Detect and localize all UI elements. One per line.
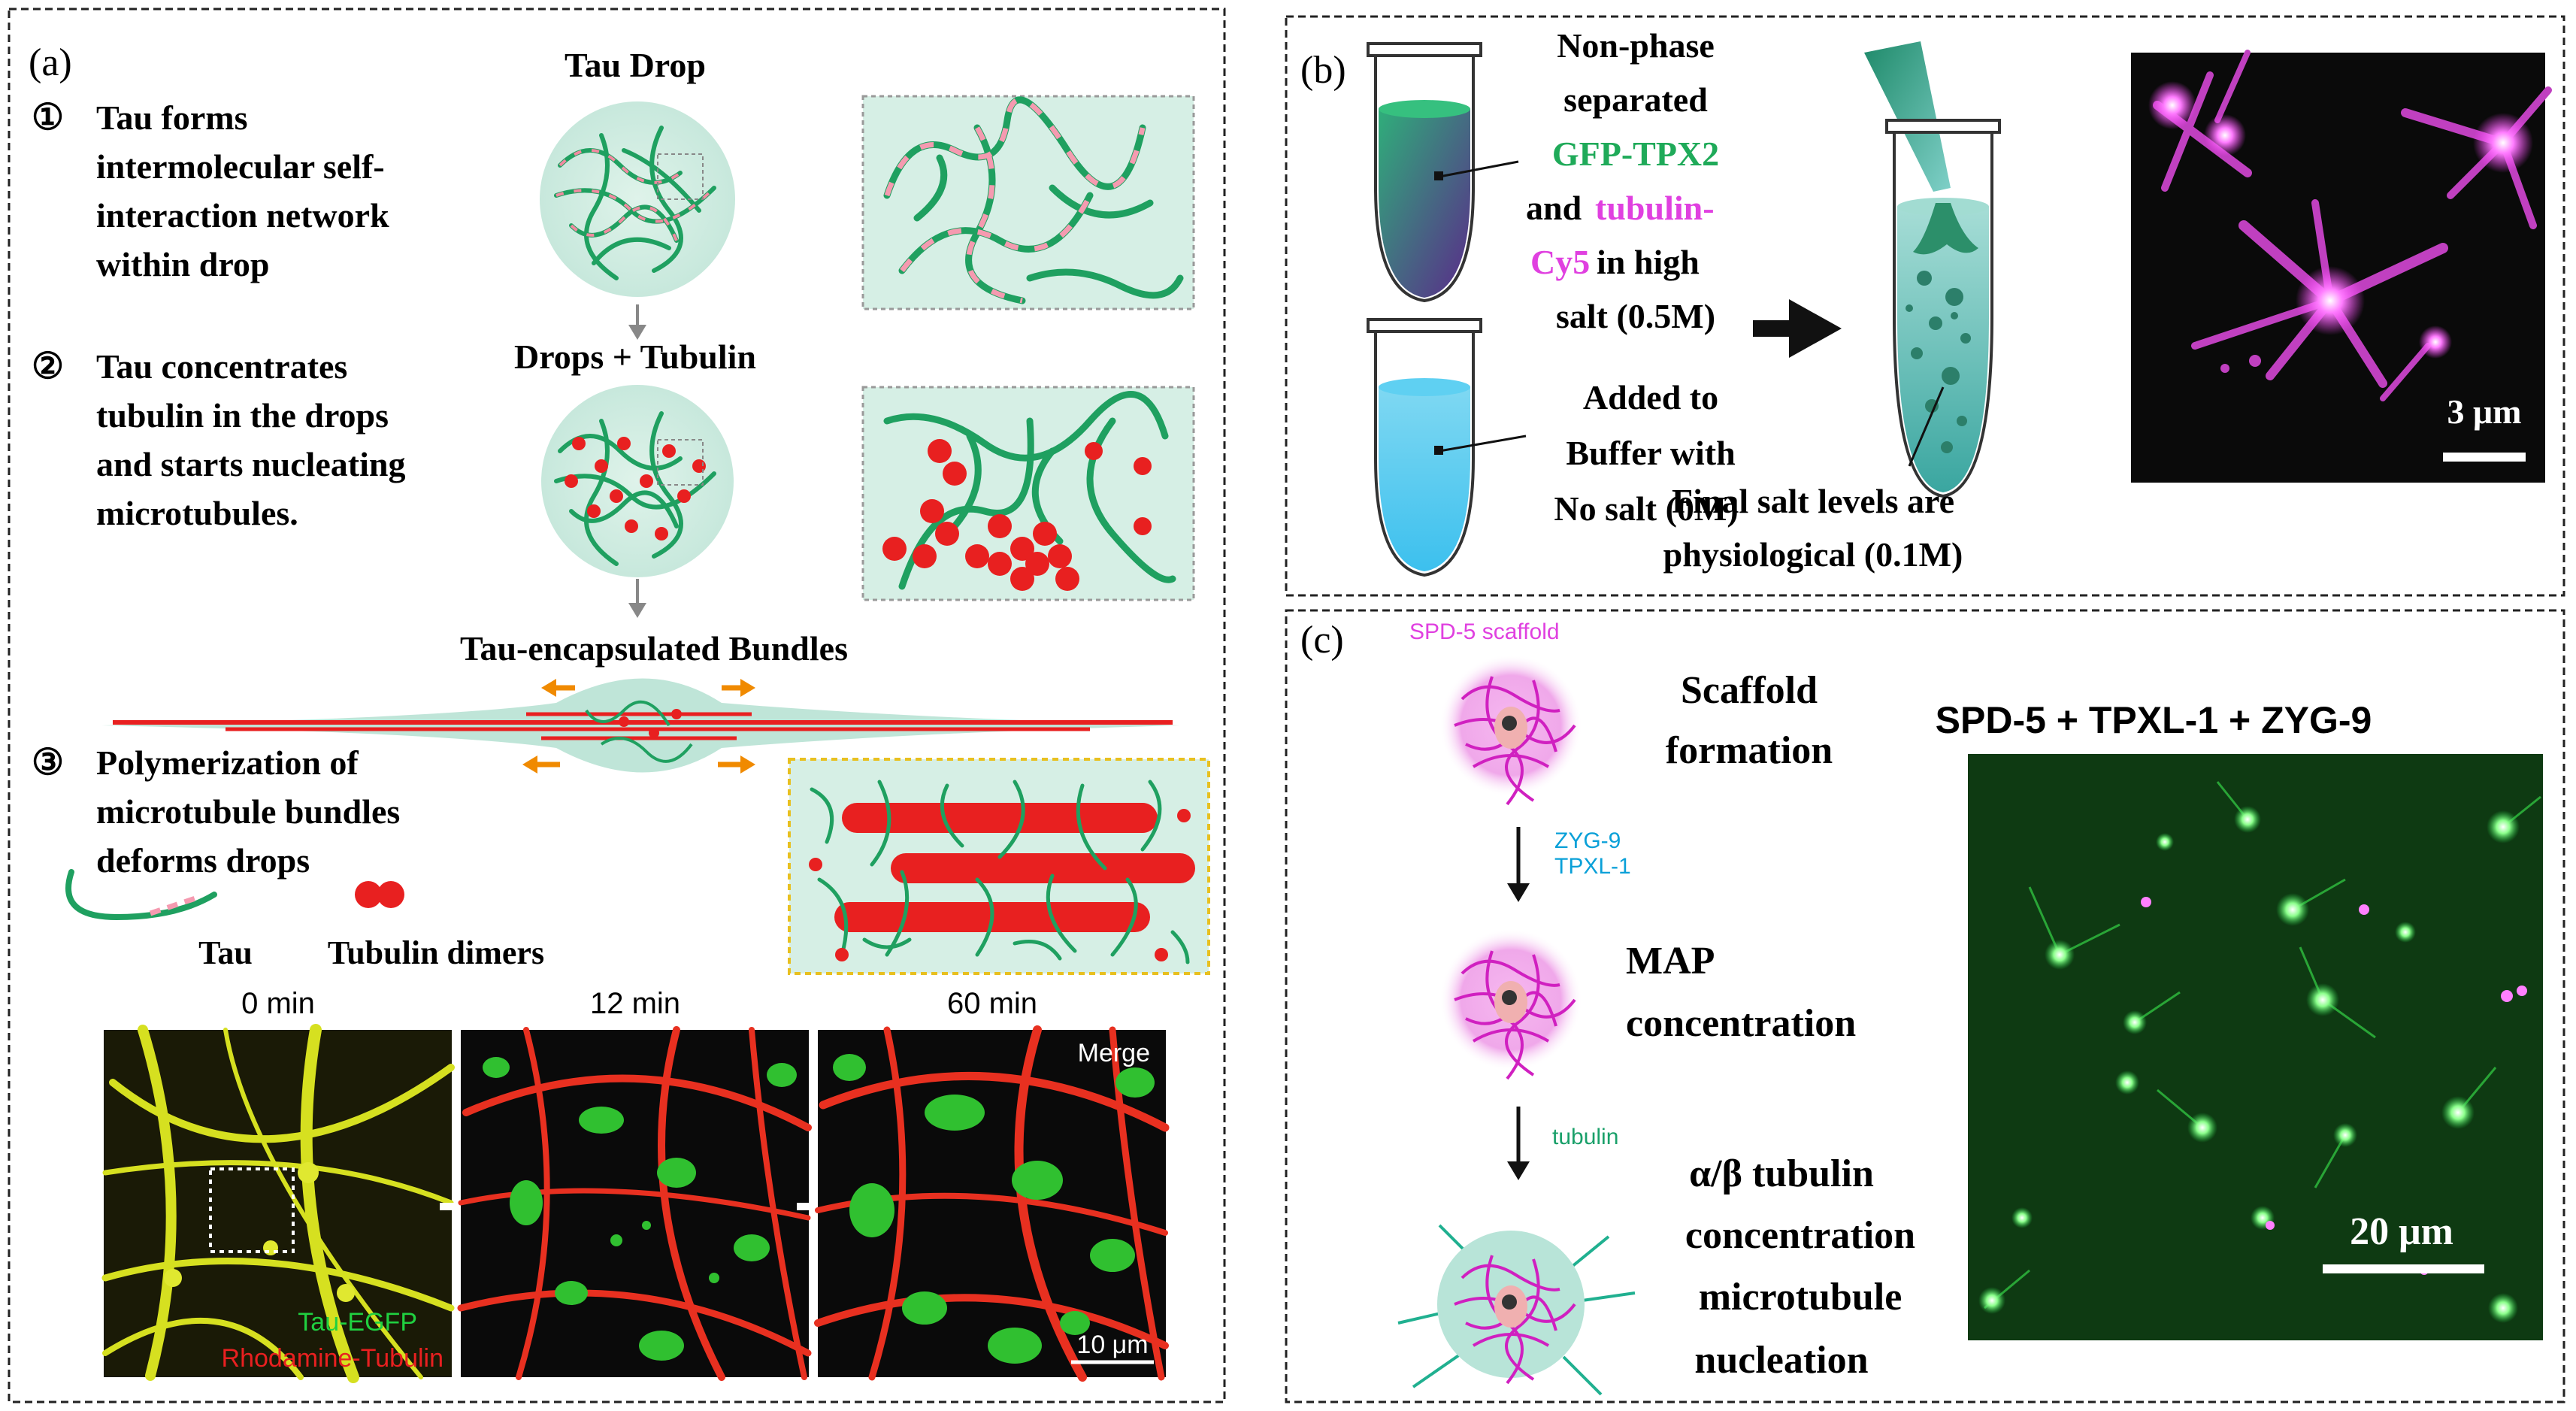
arrow-down-2 bbox=[628, 579, 646, 618]
c-step2-line-2: concentration bbox=[1626, 1002, 1856, 1045]
tau-drop-illustration bbox=[540, 101, 735, 297]
panel-a-border bbox=[8, 8, 1226, 1403]
drops-tubulin-title: Drops + Tubulin bbox=[514, 338, 756, 376]
time-label-60: 60 min bbox=[947, 987, 1037, 1020]
step3-number: ③ bbox=[32, 743, 64, 783]
panel-b-label: (b) bbox=[1300, 49, 1346, 92]
legend-tau-icon bbox=[65, 869, 217, 921]
micrograph-label-tau-egfp: Tau-EGFP bbox=[298, 1308, 417, 1337]
step2-line-3: and starts nucleating bbox=[96, 445, 405, 483]
arrow-c1 bbox=[1507, 827, 1530, 902]
bundle-zoom bbox=[788, 758, 1210, 975]
c-step1-line-2: formation bbox=[1666, 729, 1833, 772]
micrograph-b: 3 μm bbox=[2131, 50, 2552, 483]
panel-c-label: (c) bbox=[1300, 619, 1344, 662]
step1-number: ① bbox=[32, 98, 64, 138]
c-step3-line-4: nucleation bbox=[1694, 1339, 1868, 1382]
arrow-c2-label: tubulin bbox=[1552, 1125, 1618, 1149]
b-in-high: in high bbox=[1597, 243, 1700, 281]
scale-bar-a: 10 μm bbox=[1076, 1331, 1148, 1359]
deformed-drop-illustration bbox=[101, 678, 1180, 774]
map-condensate-2 bbox=[1439, 928, 1582, 1080]
b-cy5: Cy5 bbox=[1530, 243, 1590, 281]
b-salt-high: salt (0.5M) bbox=[1556, 297, 1715, 335]
micrograph-12-min bbox=[457, 1026, 812, 1381]
arrow-c1-label-1: ZYG-9 bbox=[1554, 828, 1621, 853]
step1-line-3: interaction network bbox=[96, 196, 389, 235]
big-arrow-right bbox=[1753, 299, 1842, 358]
c-step1-line-1: Scaffold bbox=[1681, 669, 1818, 712]
step2-number: ② bbox=[32, 347, 64, 386]
scaffold-condensate-1 bbox=[1439, 654, 1582, 806]
scaffold-tag: SPD-5 scaffold bbox=[1409, 619, 1560, 644]
step1-line-2: intermolecular self- bbox=[96, 147, 385, 186]
legend-dimer-icon bbox=[355, 881, 404, 908]
scale-bar-b: 3 μm bbox=[2447, 392, 2522, 431]
b-and: and bbox=[1526, 189, 1582, 227]
tau-drop-title: Tau Drop bbox=[565, 46, 706, 84]
legend-dimers-label: Tubulin dimers bbox=[328, 934, 544, 971]
b-tubulin: tubulin- bbox=[1595, 189, 1715, 227]
arrow-c1-label-2: TPXL-1 bbox=[1554, 854, 1631, 879]
panel-c-border bbox=[1285, 609, 2565, 1403]
panel-b-border bbox=[1285, 15, 2565, 597]
step3-line-1: Polymerization of bbox=[96, 743, 359, 782]
b-text2-line-3: No salt (0M) bbox=[1554, 489, 1738, 528]
panel-a-label: (a) bbox=[29, 41, 72, 84]
legend-tau-label: Tau bbox=[198, 934, 253, 971]
tau-network-zoom bbox=[861, 95, 1195, 310]
nucleation-condensate-3 bbox=[1397, 1224, 1636, 1396]
micrograph-c-title: SPD-5 + TPXL-1 + ZYG-9 bbox=[1936, 699, 2372, 741]
bundles-title: Tau-encapsulated Bundles bbox=[460, 629, 848, 668]
b-text3-line-2: physiological (0.1M) bbox=[1663, 535, 1963, 574]
micrograph-label-rhodamine: Rhodamine-Tubulin bbox=[222, 1344, 443, 1373]
c-step3-line-3: microtubule bbox=[1699, 1276, 1902, 1319]
c-step2-line-1: MAP bbox=[1626, 940, 1715, 983]
scale-bar-c: 20 μm bbox=[2350, 1210, 2453, 1253]
b-text3-line-1: Final salt levels are bbox=[1672, 482, 1954, 520]
b-text2-line-2: Buffer with bbox=[1566, 434, 1735, 472]
tube-1-illustration bbox=[1367, 42, 1519, 303]
c-step3-line-1: α/β tubulin bbox=[1689, 1152, 1874, 1195]
drop-with-tubulin-illustration bbox=[541, 385, 734, 577]
c-step3-line-2: concentration bbox=[1685, 1214, 1915, 1257]
step1-line-4: within drop bbox=[96, 245, 270, 283]
step2-line-4: microtubules. bbox=[96, 494, 298, 532]
time-label-12: 12 min bbox=[590, 987, 680, 1020]
b-text2-line-1: Added to bbox=[1583, 378, 1718, 416]
time-label-0: 0 min bbox=[241, 987, 315, 1020]
b-text1-line-1: Non-phase bbox=[1557, 26, 1715, 65]
b-text1-line-2: separated bbox=[1563, 80, 1708, 119]
b-gfp-tpx2: GFP-TPX2 bbox=[1552, 135, 1719, 173]
tubulin-nucleation-zoom bbox=[861, 386, 1195, 601]
micrograph-c: 20 μm bbox=[1968, 754, 2543, 1340]
tube-3-illustration bbox=[1864, 41, 2001, 498]
step3-line-2: microtubule bundles bbox=[96, 792, 400, 831]
merge-label: Merge bbox=[1078, 1039, 1150, 1067]
micrograph-0-min: Tau-EGFP Rhodamine-Tubulin bbox=[101, 1024, 455, 1383]
micrograph-60-min: Merge 10 μm bbox=[814, 1025, 1170, 1382]
arrow-down-1 bbox=[628, 304, 646, 340]
step1-line-1: Tau forms bbox=[96, 98, 248, 137]
step3-line-3: deforms drops bbox=[96, 841, 310, 880]
tube-2-illustration bbox=[1367, 318, 1527, 577]
arrow-c2 bbox=[1507, 1107, 1530, 1180]
step2-line-1: Tau concentrates bbox=[96, 347, 347, 386]
step2-line-2: tubulin in the drops bbox=[96, 396, 389, 435]
